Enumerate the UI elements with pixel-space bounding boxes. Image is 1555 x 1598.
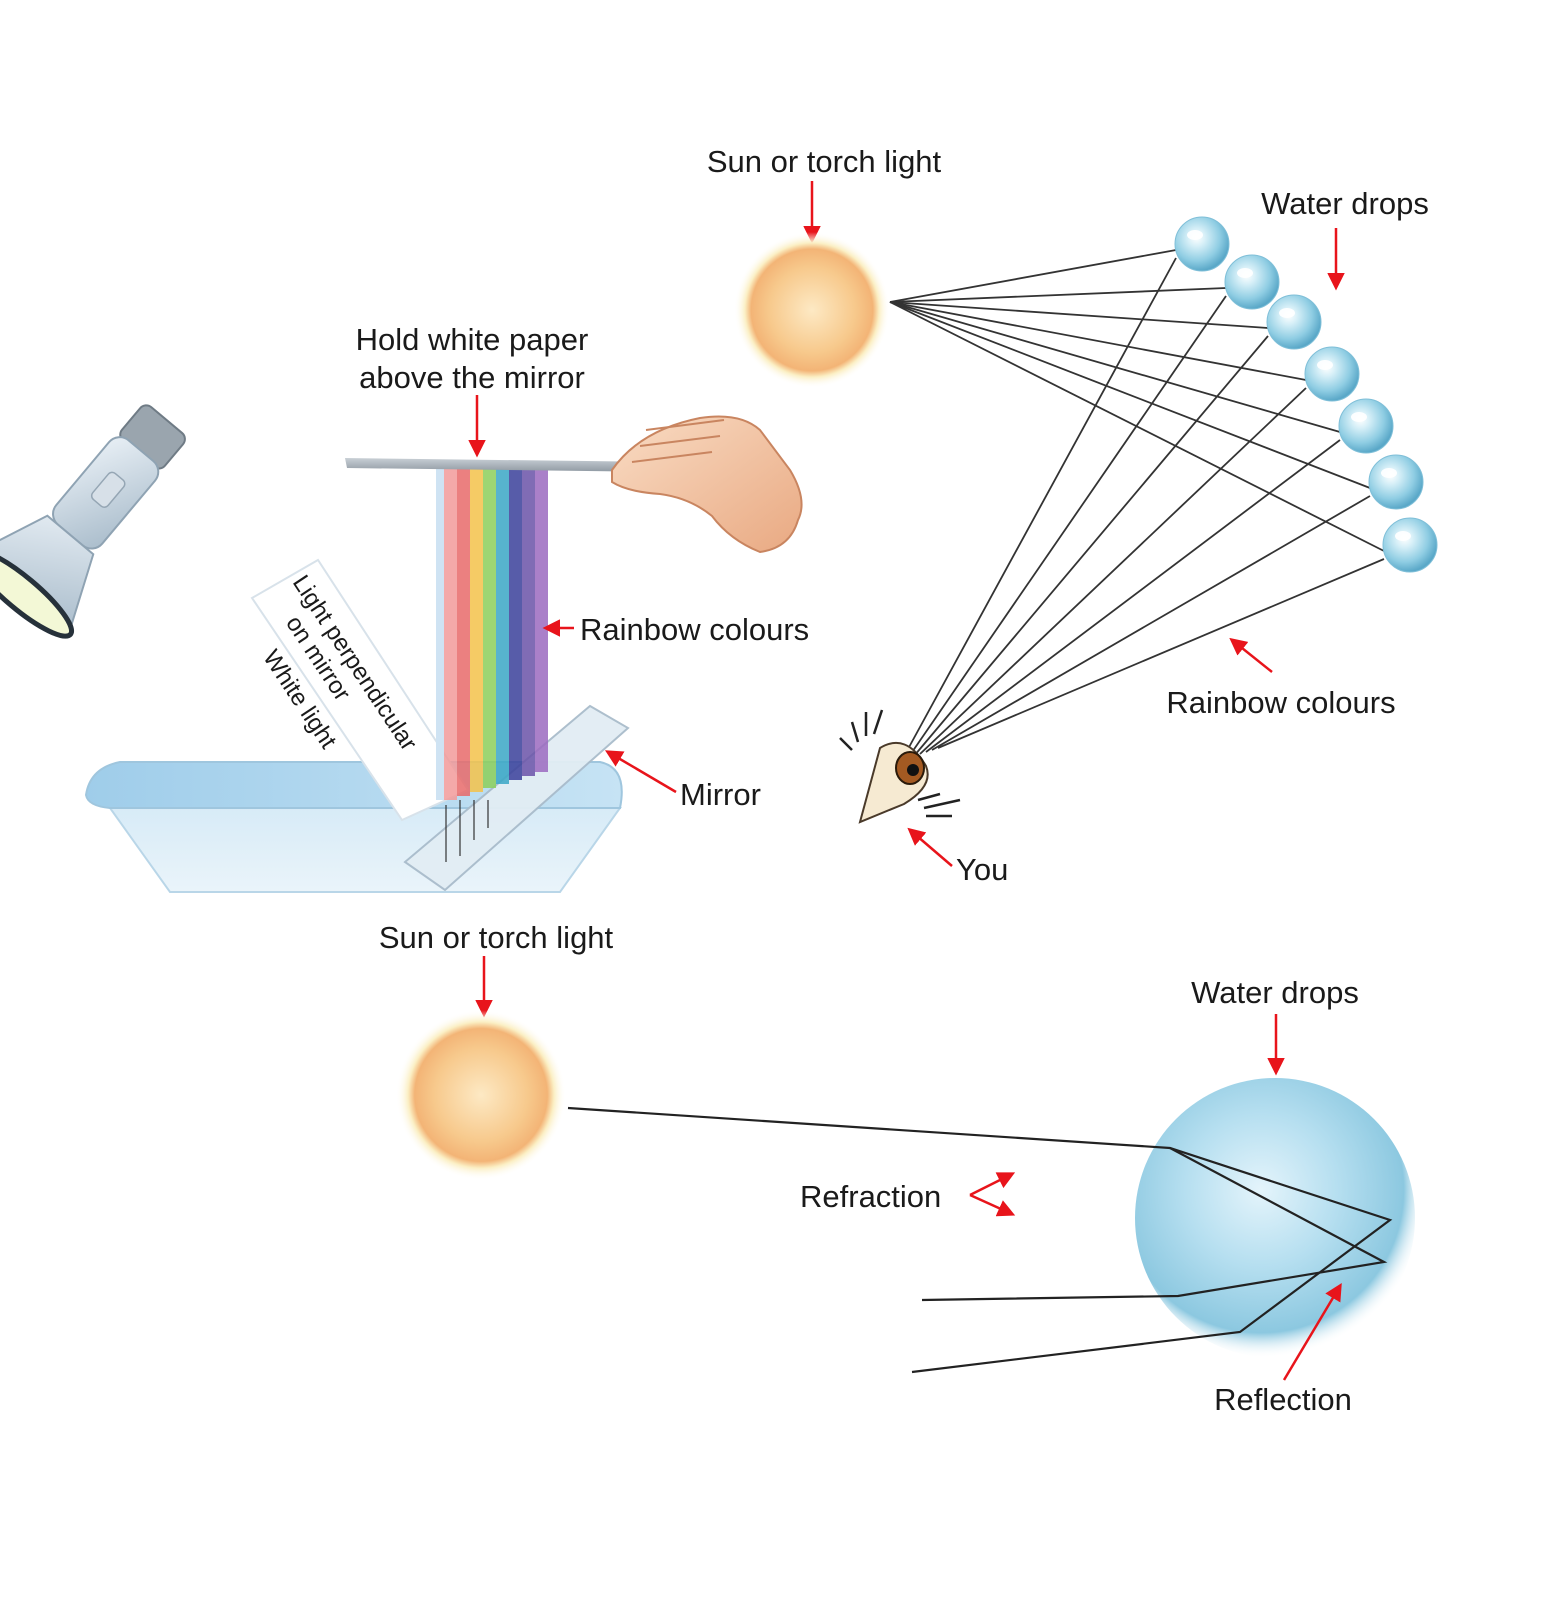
- rainbow-ray: [925, 439, 1341, 753]
- refraction-arrows: [969, 1172, 1016, 1217]
- drop-highlight: [1381, 468, 1397, 478]
- sun-ray: [889, 301, 1341, 433]
- sun-icon-bottom: [396, 1010, 566, 1180]
- rainbow-colours-label-left: Rainbow colours: [580, 612, 809, 647]
- experiment-setup: Hold white paper above the mirror Rainbo…: [0, 322, 809, 893]
- single-drop-diagram: Sun or torch light Water drops Refractio…: [379, 920, 1415, 1417]
- you-label-arrow: [907, 827, 953, 867]
- spectrum-edge: [436, 468, 444, 800]
- sun-ray: [889, 301, 1371, 489]
- rainbow-label-arrow-right: [1229, 637, 1273, 673]
- water-drop-icon-large: [1135, 1078, 1415, 1358]
- hand-icon: [611, 415, 803, 554]
- rainbow-ray: [919, 387, 1307, 755]
- drop-highlight: [1317, 360, 1333, 370]
- drop-highlight: [1279, 308, 1295, 318]
- spectrum-band: [457, 468, 470, 796]
- drop-highlight: [1237, 268, 1253, 278]
- spectrum-band: [522, 468, 535, 776]
- spectrum-band: [535, 468, 548, 772]
- spectrum-band: [483, 468, 496, 788]
- drop-highlight: [1187, 230, 1203, 240]
- you-label: You: [956, 852, 1008, 887]
- rainbow-ray: [913, 335, 1269, 757]
- spectrum-band: [496, 468, 509, 784]
- paper-label-line2: above the mirror: [359, 360, 585, 395]
- water-drop-icon: [1224, 254, 1280, 310]
- mirror-label: Mirror: [680, 777, 761, 812]
- refraction-label: Refraction: [800, 1179, 941, 1214]
- sun-ray: [889, 301, 1269, 329]
- rainbow-ray: [937, 558, 1385, 749]
- sun-label-top: Sun or torch light: [707, 144, 942, 179]
- water-drop-icon: [1174, 216, 1230, 272]
- rainbow-spectrum: [436, 468, 548, 800]
- rainbow-colours-label-right: Rainbow colours: [1166, 685, 1395, 720]
- drop-highlight: [1395, 531, 1411, 541]
- sun-icon: [734, 232, 890, 388]
- water-drop-icon: [1382, 517, 1438, 573]
- sun-to-drop-rays: [889, 249, 1385, 552]
- spectrum-band: [470, 468, 483, 792]
- sun-ray: [889, 249, 1177, 303]
- sun-ray: [889, 287, 1227, 303]
- spectrum-band: [444, 468, 457, 800]
- rainbow-ray: [901, 257, 1177, 761]
- water-drop-icon: [1304, 346, 1360, 402]
- water-drop-icon: [1266, 294, 1322, 350]
- drop-highlight: [1351, 412, 1367, 422]
- reflection-label: Reflection: [1214, 1382, 1352, 1417]
- water-drops-diagram: Sun or torch light Water drops Rainbow c…: [707, 144, 1438, 887]
- flashlight-icon: [0, 404, 186, 639]
- sun-ray: [889, 301, 1307, 381]
- reflection-label-arrow: [1282, 1282, 1342, 1381]
- reflected-rays: [445, 800, 489, 862]
- spectrum-band: [509, 468, 522, 780]
- drop-to-eye-rays: [901, 257, 1385, 761]
- rainbow-ray: [931, 495, 1371, 751]
- sun-label-bottom: Sun or torch light: [379, 920, 614, 955]
- water-drops-label-top: Water drops: [1261, 186, 1429, 221]
- water-drop-icon: [1338, 398, 1394, 454]
- water-drop-label-bottom: Water drops: [1191, 975, 1359, 1010]
- eye-icon: [839, 709, 961, 824]
- water-drops: [1174, 216, 1438, 573]
- water-drop-icon: [1368, 454, 1424, 510]
- paper-label-line1: Hold white paper: [356, 322, 589, 357]
- mirror-label-arrow: [604, 750, 677, 794]
- white-paper: [345, 458, 664, 472]
- drop-light-path: [567, 1106, 1393, 1374]
- rainbow-ray: [907, 295, 1227, 759]
